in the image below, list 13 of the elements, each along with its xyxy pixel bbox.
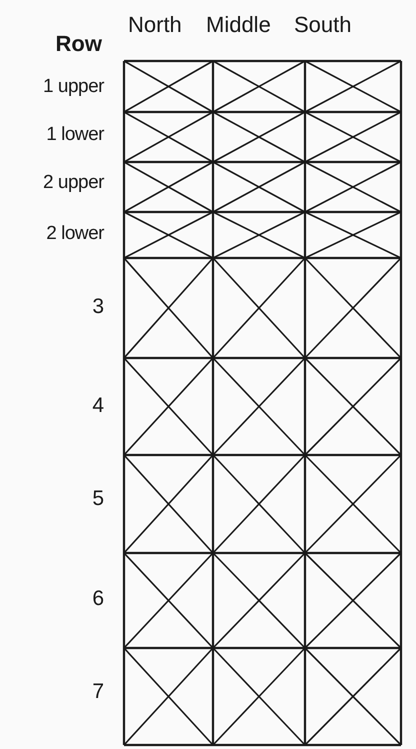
- row-label: 2 upper: [43, 173, 104, 192]
- row-label: 4: [92, 395, 104, 416]
- row-label: 2 lower: [46, 224, 104, 243]
- row-label: 6: [92, 588, 104, 609]
- column-heading: North: [128, 14, 182, 36]
- row-label: 3: [92, 296, 104, 317]
- row-heading: Row: [56, 33, 102, 55]
- row-label: 1 upper: [43, 77, 104, 96]
- row-label: 7: [92, 681, 104, 702]
- row-label: 5: [92, 488, 104, 509]
- column-heading: South: [294, 14, 352, 36]
- column-heading: Middle: [206, 14, 271, 36]
- row-label: 1 lower: [46, 125, 104, 144]
